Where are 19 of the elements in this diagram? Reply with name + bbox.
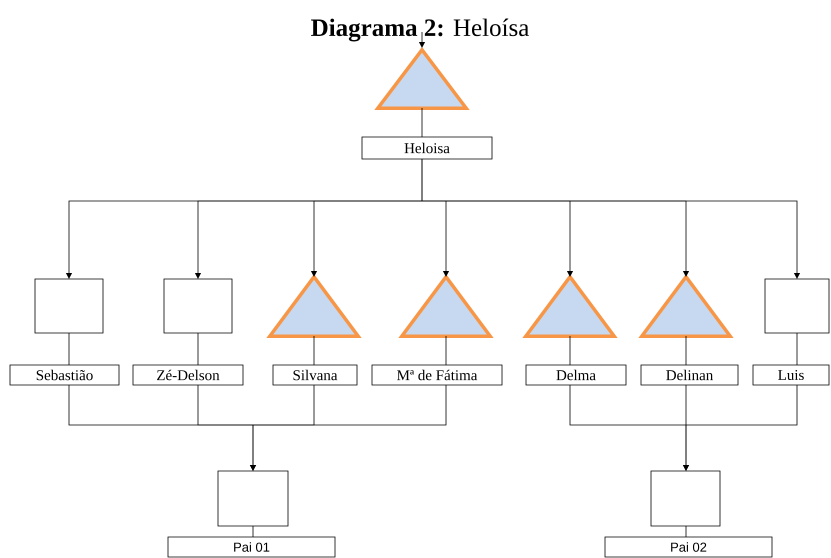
title: Diagrama 2: Heloísa xyxy=(311,18,530,42)
name-box: Pai 02 xyxy=(604,536,772,558)
square-symbol xyxy=(218,470,288,526)
square-symbol xyxy=(164,278,232,334)
connector xyxy=(68,332,70,366)
name-box: Delma xyxy=(526,364,626,386)
square-symbol xyxy=(764,278,830,334)
name-box: Mª de Fátima xyxy=(372,364,502,386)
square-symbol xyxy=(650,470,720,526)
name-box: Luis xyxy=(752,364,830,386)
name-box: Zé-Delson xyxy=(132,364,244,386)
square-symbol xyxy=(34,278,104,334)
name-box: Sebastião xyxy=(10,364,120,386)
name-box: Heloisa xyxy=(362,136,492,160)
connector xyxy=(252,526,254,538)
name-box: Delinan xyxy=(640,364,738,386)
name-box: Silvana xyxy=(272,364,358,386)
connector xyxy=(796,332,798,366)
name-box: Pai 01 xyxy=(168,536,336,558)
